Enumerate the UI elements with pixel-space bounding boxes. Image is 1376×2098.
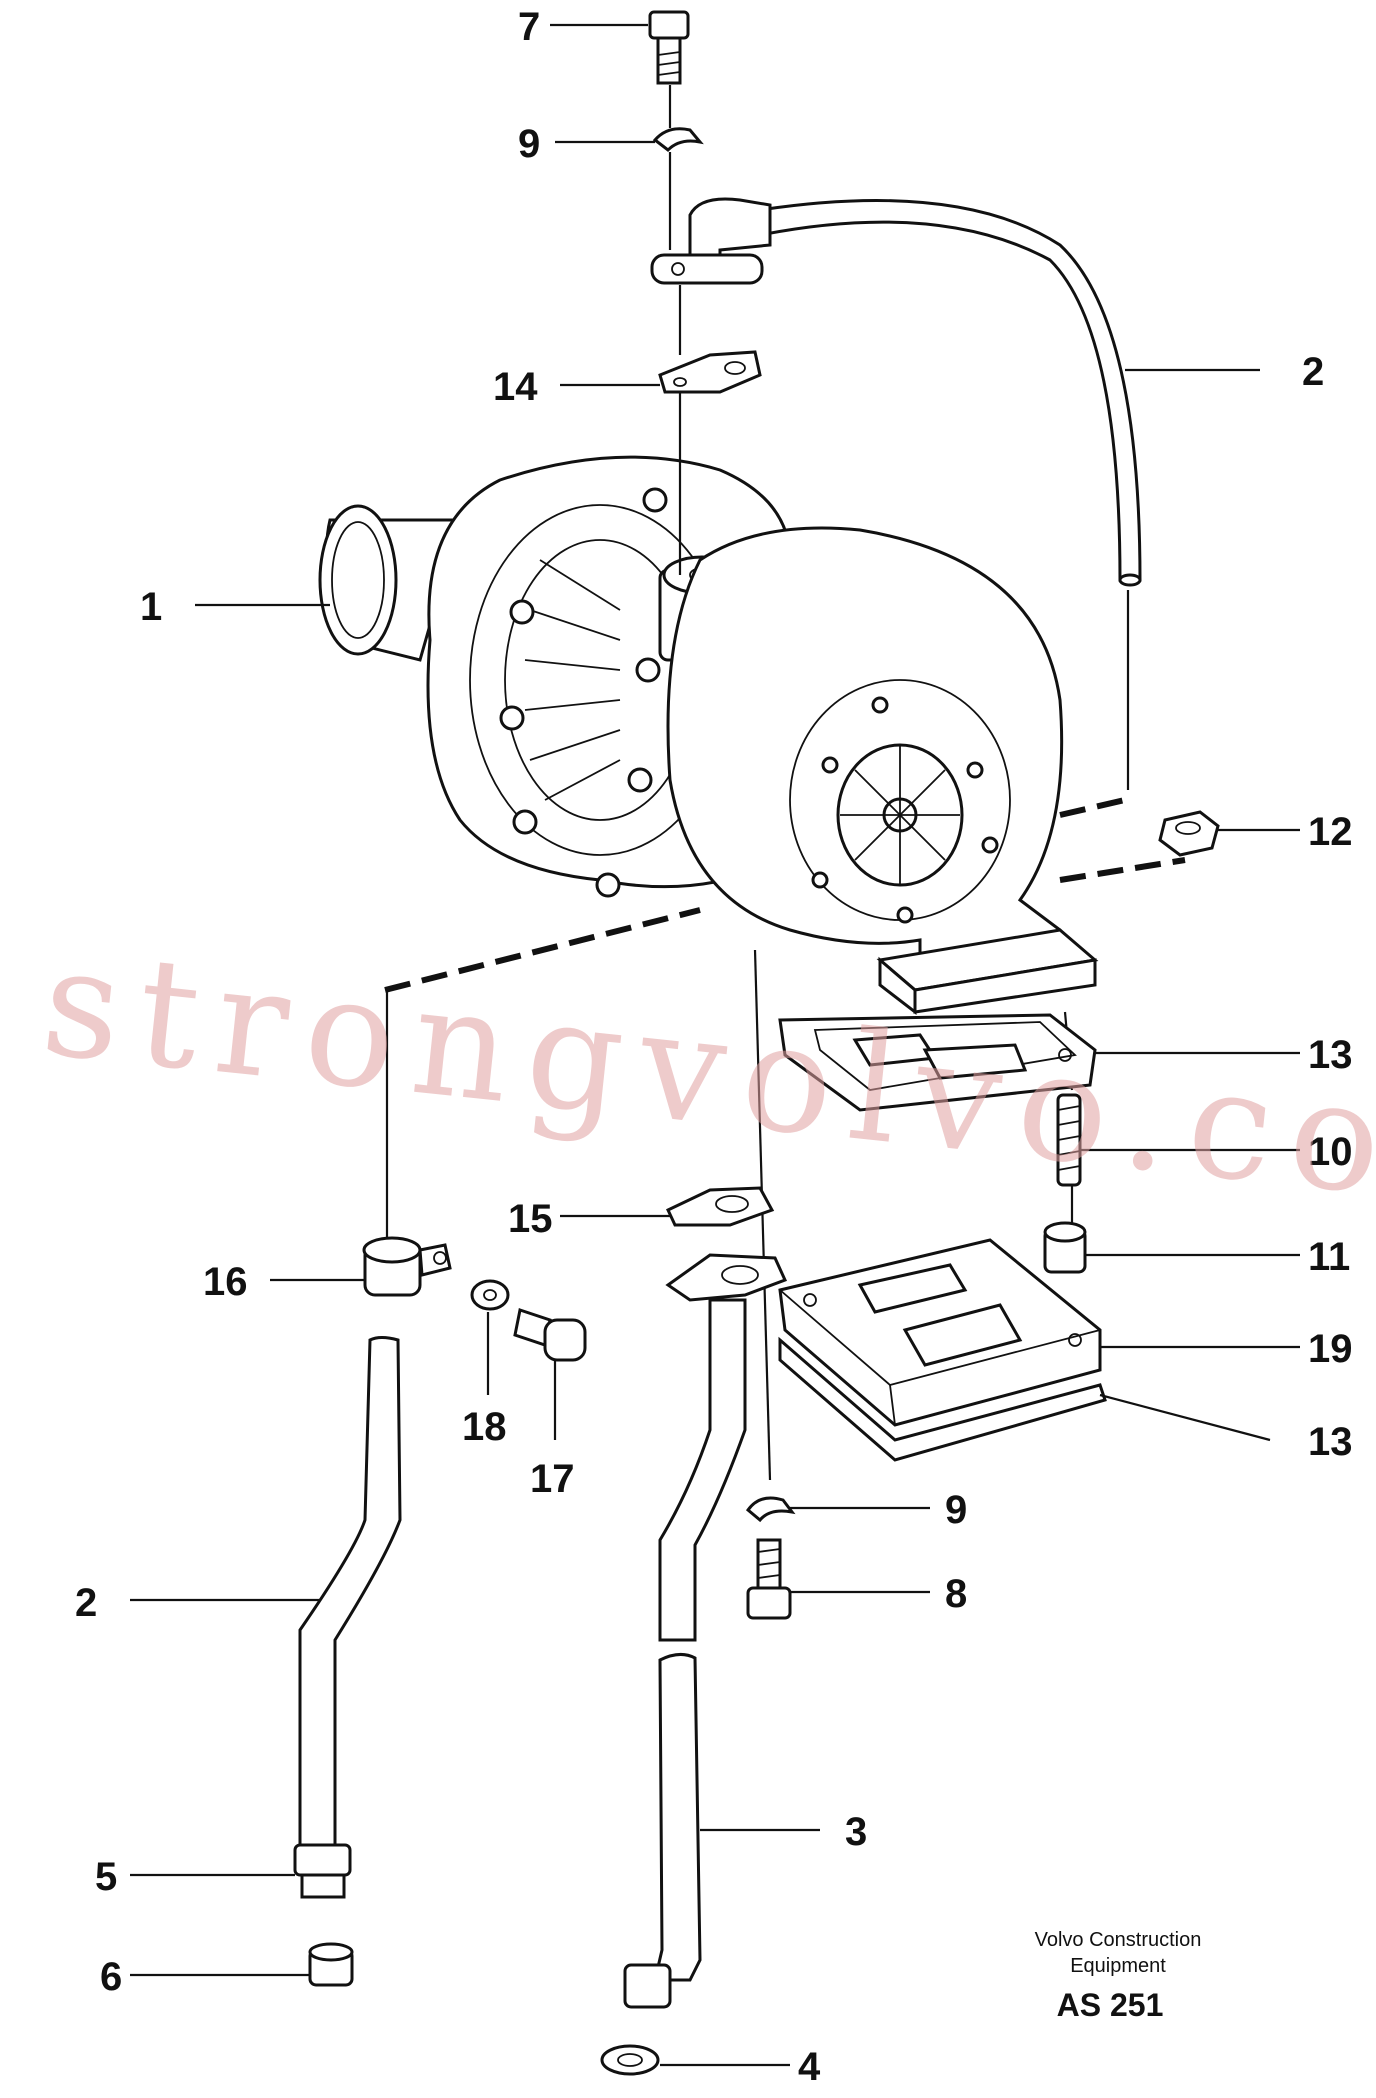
oil-feed-pipe-lower [293, 1336, 402, 1899]
callout-14: 14 [493, 365, 538, 409]
callout-13-upper: 13 [1308, 1033, 1353, 1077]
leader-lines [130, 23, 1300, 2067]
washer-small [470, 1279, 510, 1311]
callout-15: 15 [508, 1197, 553, 1241]
banjo-bolt-top [648, 10, 690, 85]
callout-2-lower: 2 [75, 1581, 97, 1625]
mounting-reference-line-right [1059, 857, 1186, 883]
callout-labels: 7 9 14 2 1 12 13 10 15 11 16 19 18 13 17… [75, 5, 1353, 2089]
mounting-reference-line-left [384, 907, 701, 993]
gasket-upper [658, 350, 762, 394]
lock-washer-top [652, 127, 704, 152]
oil-feed-pipe-upper [650, 197, 1142, 587]
diagram-code: AS 251 [1057, 1987, 1164, 2023]
caption-line-1: Volvo Construction [1035, 1929, 1202, 1951]
callout-9-top: 9 [518, 122, 540, 166]
turbocharger-assembly [318, 455, 1099, 1016]
nut [1158, 810, 1220, 857]
callout-13-lower: 13 [1308, 1420, 1353, 1464]
sealing-washer-bottom [600, 2044, 660, 2076]
callout-4: 4 [798, 2045, 821, 2089]
callout-12: 12 [1308, 810, 1353, 854]
spacer-sleeve [1043, 1221, 1087, 1274]
flange-gasket-upper [778, 1013, 1097, 1112]
oil-drain-pipe [623, 1253, 788, 2009]
callout-8: 8 [945, 1572, 967, 1616]
gasket-drain [666, 1186, 775, 1227]
callout-9-lower: 9 [945, 1488, 967, 1532]
callout-18: 18 [462, 1405, 507, 1449]
callout-5: 5 [95, 1855, 117, 1899]
callout-16: 16 [203, 1260, 248, 1304]
pipe-clamp [362, 1236, 452, 1297]
callout-3: 3 [845, 1810, 867, 1854]
mounting-reference-line-upper [1059, 797, 1126, 818]
callout-6: 6 [100, 1955, 122, 1999]
stud [1056, 1093, 1082, 1187]
callout-10: 10 [1308, 1130, 1353, 1174]
flange-gasket-lower [778, 1336, 1107, 1462]
clamp-screw [513, 1308, 587, 1362]
banjo-bolt-lower [746, 1538, 792, 1620]
caption-line-2: Equipment [1070, 1955, 1166, 1977]
adapter-block [778, 1238, 1102, 1427]
callout-7: 7 [518, 5, 540, 49]
callout-19: 19 [1308, 1327, 1353, 1371]
diagram-caption: Volvo Construction Equipment AS 251 [1035, 1929, 1202, 2023]
sleeve-bottom [308, 1942, 354, 1987]
callout-1: 1 [140, 585, 162, 629]
callout-17: 17 [530, 1457, 575, 1501]
callout-11: 11 [1308, 1235, 1350, 1279]
callout-2-top: 2 [1302, 350, 1324, 394]
lock-washer-lower [745, 1496, 796, 1523]
